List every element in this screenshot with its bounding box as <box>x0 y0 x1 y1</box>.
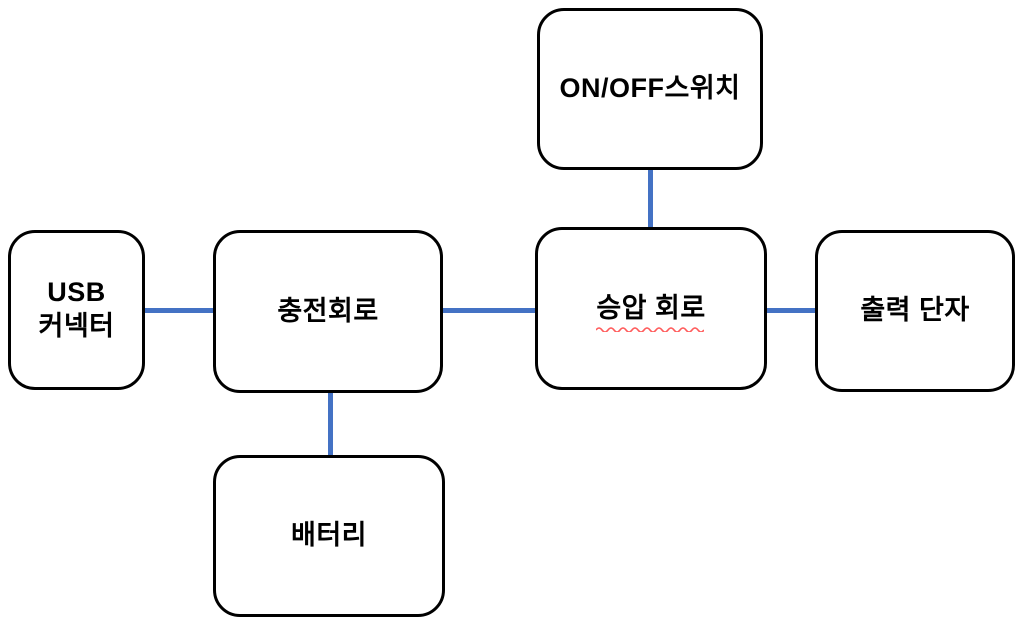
connector-charge-to-battery <box>328 393 333 455</box>
node-output-terminal: 출력 단자 <box>815 230 1015 392</box>
node-onoff-switch-label: ON/OFF스위치 <box>559 73 741 104</box>
node-charging-circuit: 충전회로 <box>213 230 443 393</box>
node-usb-connector-label: USB 커넥터 <box>38 277 115 341</box>
node-usb-connector: USB 커넥터 <box>8 230 145 390</box>
node-battery: 배터리 <box>213 455 445 617</box>
node-onoff-switch: ON/OFF스위치 <box>537 8 763 170</box>
node-battery-label: 배터리 <box>290 520 368 551</box>
node-boost-circuit: 승압 회로 <box>535 227 767 390</box>
node-charging-circuit-label: 충전회로 <box>277 295 379 326</box>
connector-onoff-to-boost <box>648 170 653 227</box>
connector-boost-to-output <box>767 308 815 313</box>
node-output-terminal-label: 출력 단자 <box>860 295 970 326</box>
node-boost-circuit-label: 승압 회로 <box>596 292 706 323</box>
spellcheck-underline <box>596 327 704 332</box>
connector-charge-to-boost <box>443 308 535 313</box>
connector-usb-to-charge <box>145 308 213 313</box>
